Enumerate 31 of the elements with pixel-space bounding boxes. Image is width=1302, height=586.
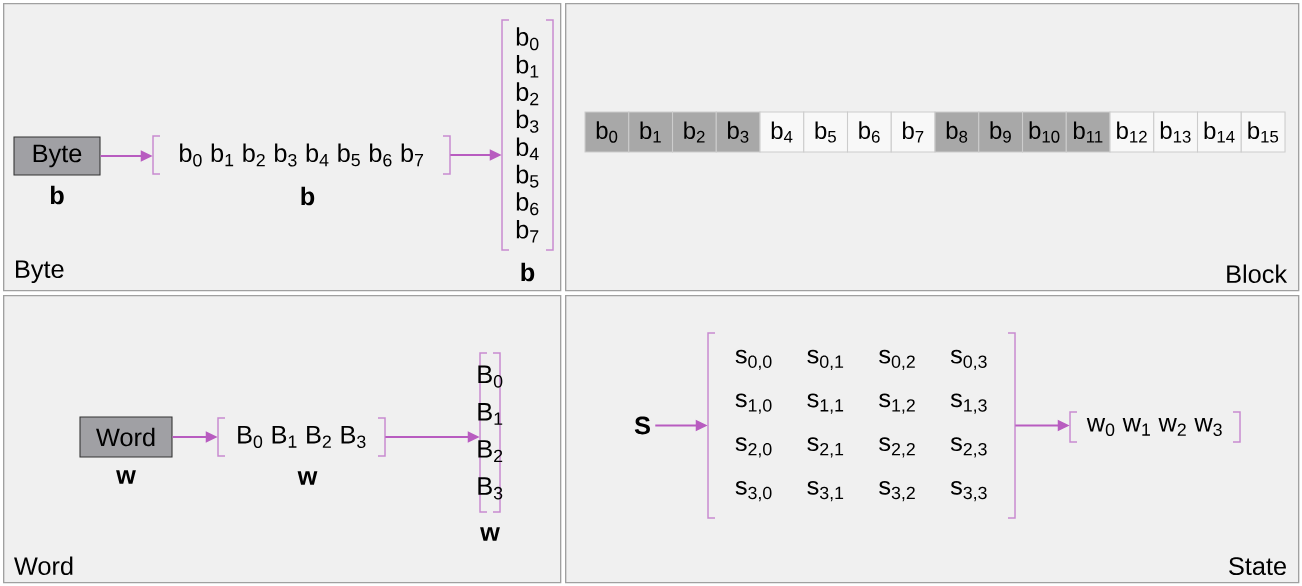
block-cell: b$_{3}$	[715, 111, 761, 153]
column-vector: B$_{0}$ B$_{1}$ B$_{2}$ B$_{3}$	[478, 352, 503, 513]
block-cell: b$_{15}$	[1240, 111, 1286, 153]
block-cell: b$_{0}$	[584, 111, 630, 153]
block-cell: b$_{2}$	[672, 111, 717, 153]
row-vector: b$_{0}$ b$_{1}$ b$_{2}$ b$_{3}$ b$_{4}$ b$_{5}$ b$_{6}$ b$_{7}$	[152, 135, 451, 175]
caption-label: w	[480, 527, 500, 541]
column-vector: b$_{0}$ b$_{1}$ b$_{2}$ b$_{3}$ b$_{4}$ b$_{5}$ b$_{6}$ b$_{7}$	[501, 19, 554, 251]
block-cell: b$_{5}$	[803, 111, 849, 153]
block-cell: b$_{11}$	[1065, 111, 1111, 153]
caption-label: b	[521, 262, 535, 282]
row-vector: w$_{0}$ w$_{1}$ w$_{2}$ w$_{3}$	[1069, 411, 1241, 443]
matrix: s$_{0,0}$ s$_{0,1}$ s$_{0,2}$ s$_{0,3}$ s$_{1,0}$ s$_{1,1}$ s$_{1,2}$ s$_{1,3}$ s$_{2,0}$ s$_{2,1}$ s$_{2,2}$ s$_{2,3}$ s$_{3,0}$ s$_{3,1}$ s$_{3,2}$ s$_{3,3}$	[707, 332, 1016, 519]
block-cell: b$_{8}$	[934, 111, 980, 153]
block-cell: b$_{12}$	[1109, 111, 1155, 153]
state-symbol: S	[634, 416, 650, 435]
block-cell: b$_{10}$	[1022, 111, 1067, 153]
block-cell: b$_{4}$	[759, 111, 805, 153]
process-box: Word	[79, 416, 173, 458]
caption-label: w	[297, 471, 318, 485]
caption-label: w	[116, 470, 136, 484]
row-vector: B$_{0}$ B$_{1}$ B$_{2}$ B$_{3}$	[217, 417, 386, 457]
block-cell: b$_{13}$	[1153, 111, 1199, 153]
block-cell: b$_{6}$	[847, 111, 892, 153]
block-cell: b$_{14}$	[1197, 111, 1242, 153]
block-cell: b$_{9}$	[978, 111, 1024, 153]
caption-label: b	[50, 185, 64, 205]
block-cell: b$_{7}$	[890, 111, 936, 153]
process-box: Byte	[13, 136, 101, 176]
caption-label: b	[301, 186, 315, 206]
block-cell: b$_{1}$	[628, 111, 674, 153]
